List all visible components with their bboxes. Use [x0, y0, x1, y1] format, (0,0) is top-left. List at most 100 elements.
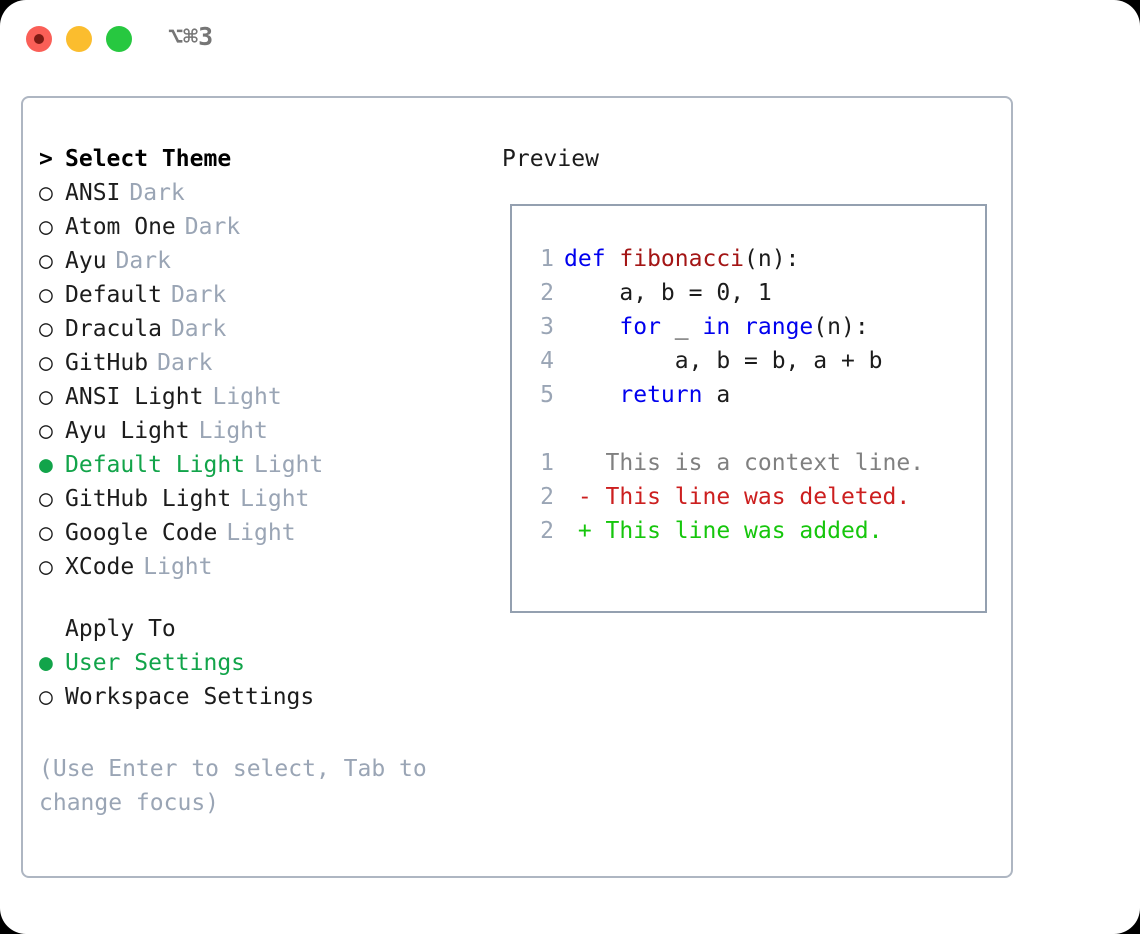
diff-line: 1 This is a context line.: [532, 446, 924, 480]
line-number: 2: [540, 484, 554, 510]
theme-list-item[interactable]: ○ Default Dark: [39, 282, 479, 316]
code-gap: [532, 412, 924, 446]
diff-line: 2 - This line was deleted.: [532, 480, 924, 514]
theme-variant-badge: Light: [254, 452, 324, 478]
minimize-button[interactable]: [66, 26, 92, 52]
radio-unselected-icon[interactable]: ○: [39, 486, 53, 512]
theme-name-label: Default Light: [65, 452, 246, 478]
theme-list-item[interactable]: ○ GitHub Dark: [39, 350, 479, 384]
apply-to-label: User Settings: [65, 650, 246, 676]
code-token: [564, 314, 619, 340]
theme-variant-badge: Dark: [157, 350, 213, 376]
line-number: 3: [540, 314, 554, 340]
theme-name-label: Default: [65, 282, 162, 308]
theme-name-label: Dracula: [65, 316, 162, 342]
code-token: [730, 314, 744, 340]
theme-list-item[interactable]: ○ ANSI Dark: [39, 180, 479, 214]
code-token: (n):: [813, 314, 869, 340]
apply-to-heading-label: Apply To: [65, 616, 176, 642]
code-line: 2 a, b = 0, 1: [532, 276, 924, 310]
theme-list-item[interactable]: ● Default Light Light: [39, 452, 479, 486]
close-button[interactable]: [26, 26, 52, 52]
title-bar: ⌥⌘3: [0, 0, 1140, 78]
theme-name-label: Google Code: [65, 520, 218, 546]
theme-list-item[interactable]: ○ Atom One Dark: [39, 214, 479, 248]
select-theme-heading-label: Select Theme: [65, 146, 232, 172]
code-line: 3 for _ in range(n):: [532, 310, 924, 344]
keyboard-shortcut-label: ⌥⌘3: [168, 22, 214, 51]
theme-list-item[interactable]: ○ Ayu Light Light: [39, 418, 479, 452]
line-number: 5: [540, 382, 554, 408]
code-token: - This line was deleted.: [564, 484, 911, 510]
radio-unselected-icon[interactable]: ○: [39, 282, 53, 308]
theme-name-label: GitHub Light: [65, 486, 232, 512]
radio-unselected-icon[interactable]: ○: [39, 384, 53, 410]
line-number: 2: [540, 518, 554, 544]
theme-variant-badge: Light: [143, 554, 213, 580]
code-token: in: [702, 314, 731, 340]
theme-name-label: ANSI Light: [65, 384, 204, 410]
theme-variant-badge: Light: [212, 384, 282, 410]
code-token: return: [619, 382, 703, 408]
diff-line: 2 + This line was added.: [532, 514, 924, 548]
theme-name-label: Ayu Light: [65, 418, 190, 444]
theme-list-item[interactable]: ○ ANSI Light Light: [39, 384, 479, 418]
radio-unselected-icon[interactable]: ○: [39, 180, 53, 206]
radio-unselected-icon[interactable]: ○: [39, 316, 53, 342]
code-line: 5 return a: [532, 378, 924, 412]
code-token: a: [702, 382, 731, 408]
radio-unselected-icon[interactable]: ○: [39, 520, 53, 546]
theme-variant-badge: Dark: [129, 180, 185, 206]
code-token: (n):: [744, 246, 800, 272]
preview-title: Preview: [502, 146, 599, 172]
code-token: This is a context line.: [564, 450, 925, 476]
spacer: [39, 718, 479, 748]
prompt-caret-icon: >: [39, 146, 53, 172]
spacer: [39, 588, 479, 616]
theme-variant-badge: Dark: [170, 316, 227, 342]
code-token: [564, 382, 619, 408]
line-number: 2: [540, 280, 554, 306]
radio-selected-icon[interactable]: ●: [39, 650, 53, 676]
line-number: 1: [540, 450, 554, 476]
code-token: a, b = 0, 1: [564, 280, 772, 306]
radio-unselected-icon[interactable]: ○: [39, 418, 53, 444]
code-token: a, b = b, a + b: [564, 348, 883, 374]
radio-unselected-icon[interactable]: ○: [39, 214, 53, 240]
keyboard-hint-text: (Use Enter to select, Tab to change focu…: [39, 756, 427, 816]
theme-variant-badge: Dark: [184, 214, 241, 240]
theme-variant-badge: Dark: [170, 282, 227, 308]
apply-to-heading: ○Apply To: [39, 616, 479, 650]
apply-to-item[interactable]: ● User Settings: [39, 650, 479, 684]
theme-list-item[interactable]: ○ XCode Light: [39, 554, 479, 588]
theme-name-label: ANSI: [65, 180, 121, 206]
theme-name-label: GitHub: [65, 350, 149, 376]
theme-name-label: Atom One: [65, 214, 176, 240]
theme-name-label: XCode: [65, 554, 135, 580]
radio-unselected-icon[interactable]: ○: [39, 554, 53, 580]
code-line: 4 a, b = b, a + b: [532, 344, 924, 378]
select-theme-heading: > Select Theme: [39, 146, 479, 180]
apply-to-list: ● User Settings ○Workspace Settings: [39, 650, 479, 718]
code-token: def: [564, 246, 620, 272]
radio-selected-icon[interactable]: ●: [39, 452, 53, 478]
maximize-button[interactable]: [106, 26, 132, 52]
theme-list-item[interactable]: ○ Dracula Dark: [39, 316, 479, 350]
apply-to-item[interactable]: ○Workspace Settings: [39, 684, 479, 718]
radio-unselected-icon[interactable]: ○: [39, 350, 53, 376]
code-token: + This line was added.: [564, 518, 883, 544]
theme-variant-badge: Light: [198, 418, 268, 444]
radio-unselected-icon[interactable]: ○: [39, 248, 53, 274]
theme-variant-badge: Light: [226, 520, 296, 546]
theme-list-item[interactable]: ○ Google Code Light: [39, 520, 479, 554]
theme-variant-badge: Dark: [115, 248, 171, 274]
code-token: range: [744, 314, 814, 340]
radio-unselected-icon[interactable]: ○: [39, 684, 53, 710]
